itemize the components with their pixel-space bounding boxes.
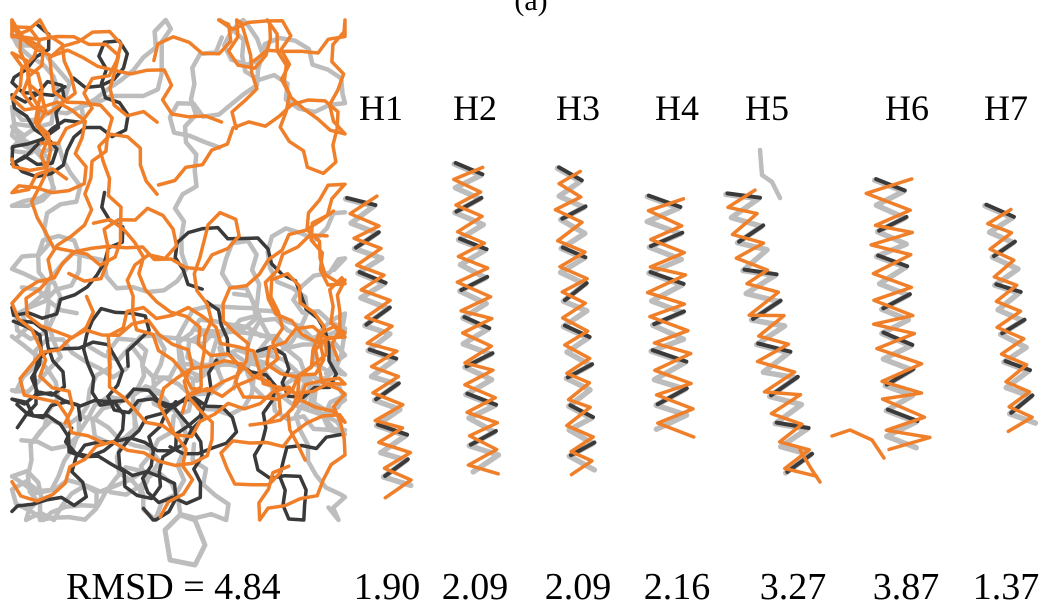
native-trace-dark [652,309,686,327]
predicted-trace [553,169,595,477]
native-trace-dark [468,429,498,447]
predicted-chain [157,358,347,487]
native-trace-dark [655,386,689,407]
predicted-chain [10,25,224,195]
helix-h1-trace [342,194,414,500]
native-trace-dark [465,391,499,407]
native-trace-dark [458,236,489,252]
helix-label-h2: H2 [453,88,497,128]
native-trace-light [982,202,1039,426]
native-trace-dark [742,267,779,277]
native-trace-dark [357,270,388,285]
native-trace-dark [364,305,392,327]
helix-h4-trace [644,193,696,439]
native-loop [162,512,208,568]
native-tail [757,147,783,201]
predicted-chain [10,18,159,173]
predicted-tail [830,428,886,460]
helix-label-h5: H5 [745,88,789,128]
native-chain-dark [10,39,130,179]
helix-label-h7: H7 [984,88,1028,128]
native-trace-dark [885,407,920,423]
native-trace-dark [1003,359,1032,373]
predicted-trace [864,177,932,452]
rmsd-h4: 2.16 [643,566,711,608]
native-trace-dark [648,230,685,249]
native-trace-dark [459,274,490,293]
native-trace-dark [876,253,910,269]
helix-label-h6: H6 [885,88,929,128]
native-trace-dark [562,323,592,339]
predicted-trace [986,207,1034,434]
rmsd-h2: 2.09 [441,566,509,608]
predicted-trace [452,165,500,476]
helix-label-h4: H4 [655,88,699,128]
native-trace-dark [562,281,589,303]
native-trace-dark [984,202,1016,219]
full-protein-structure [9,17,348,568]
native-chain-light [19,256,348,452]
predicted-trace [645,197,696,439]
native-trace-dark [774,420,811,430]
native-chain-light [9,35,225,442]
helix-h3-trace [553,165,598,477]
predicted-trace [726,188,819,478]
native-chain-dark [15,387,204,506]
panel-label: (a) [514,0,548,17]
rmsd-h5: 3.27 [759,566,827,608]
native-trace-dark [454,195,484,214]
predicted-chain [10,18,159,267]
native-trace-dark [646,193,683,209]
native-trace-dark [376,422,410,437]
helix-h6-trace [830,177,932,460]
rmsd-h7: 1.37 [972,566,1040,608]
native-trace-dark [383,457,410,478]
native-trace-dark [557,165,584,183]
helix-h5-trace [723,147,822,484]
native-trace-dark [994,282,1023,294]
native-trace-dark [568,403,595,420]
native-trace-dark [648,270,686,286]
native-chain-dark [10,23,67,167]
native-chain-light [137,327,348,497]
predicted-tail [798,448,822,484]
native-trace-dark [462,315,492,331]
native-trace-dark [884,366,916,387]
rmsd-h1: 1.90 [353,566,421,608]
helix-h7-trace [982,202,1039,434]
predicted-chain [106,305,347,519]
native-trace-dark [756,341,793,354]
rmsd-overall: RMSD = 4.84 [66,566,281,608]
predicted-chain [67,206,336,393]
helix-label-h1: H1 [359,88,403,128]
helix-label-h3: H3 [556,88,600,128]
predicted-chain [24,29,123,340]
native-trace-dark [453,161,485,177]
native-trace-dark [367,347,399,361]
helix-h2-trace [451,161,502,476]
native-trace-dark [345,195,378,208]
predicted-chain [152,18,340,187]
predicted-chain [10,210,241,425]
native-trace-dark [354,230,381,250]
native-chain-dark [10,190,125,397]
predicted-chain [263,182,347,362]
rmsd-h6: 3.87 [872,566,940,608]
predicted-trace [348,194,413,500]
rmsd-h3: 2.09 [544,566,612,608]
native-chain-dark [15,340,239,456]
predicted-chain [10,318,215,503]
